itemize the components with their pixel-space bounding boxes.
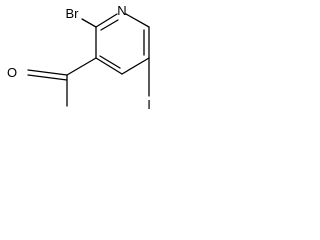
bond-c3-carbonyl [66, 57, 97, 76]
atom-label-iodine: I [147, 97, 151, 112]
atom-label-nitrogen: N [117, 3, 126, 18]
molecule-structure: Br N I O [7, 3, 151, 112]
bond-n-c6 [125, 13, 150, 28]
bond-c2-n [95, 13, 118, 28]
bond-carbonyl-o [27, 69, 68, 76]
bond-carbonyl-o-double [27, 74, 68, 81]
atom-label-bromine: Br [66, 6, 80, 21]
atom-label-oxygen: O [7, 65, 17, 80]
bond-c2-br [81, 18, 97, 28]
bond-c2-n-inner [100, 19, 119, 31]
bond-c4-c3-inner [99, 55, 121, 69]
bond-c4-c3 [95, 57, 123, 75]
bond-c5-c4 [121, 57, 150, 75]
